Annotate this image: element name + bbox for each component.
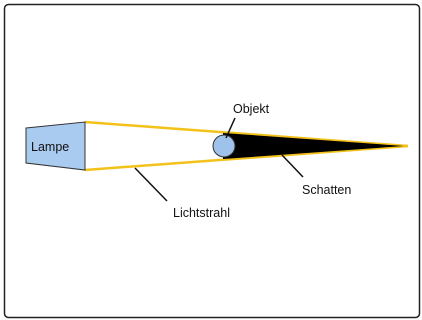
light-ray-leader-line: [134, 167, 168, 202]
lamp-shape: [25, 121, 86, 171]
shadow-label: Schatten: [302, 183, 351, 197]
object-label: Objekt: [233, 102, 270, 116]
object-leader-line: [225, 117, 236, 139]
light-ray-top: [84, 120, 409, 148]
lamp-label: Lampe: [31, 140, 69, 154]
shadow-wedge: [223, 133, 404, 159]
light-ray-bottom: [84, 144, 409, 172]
object-circle: [212, 134, 236, 158]
light-ray-label: Lichtstrahl: [173, 206, 230, 220]
shadow-leader-line: [281, 154, 304, 178]
